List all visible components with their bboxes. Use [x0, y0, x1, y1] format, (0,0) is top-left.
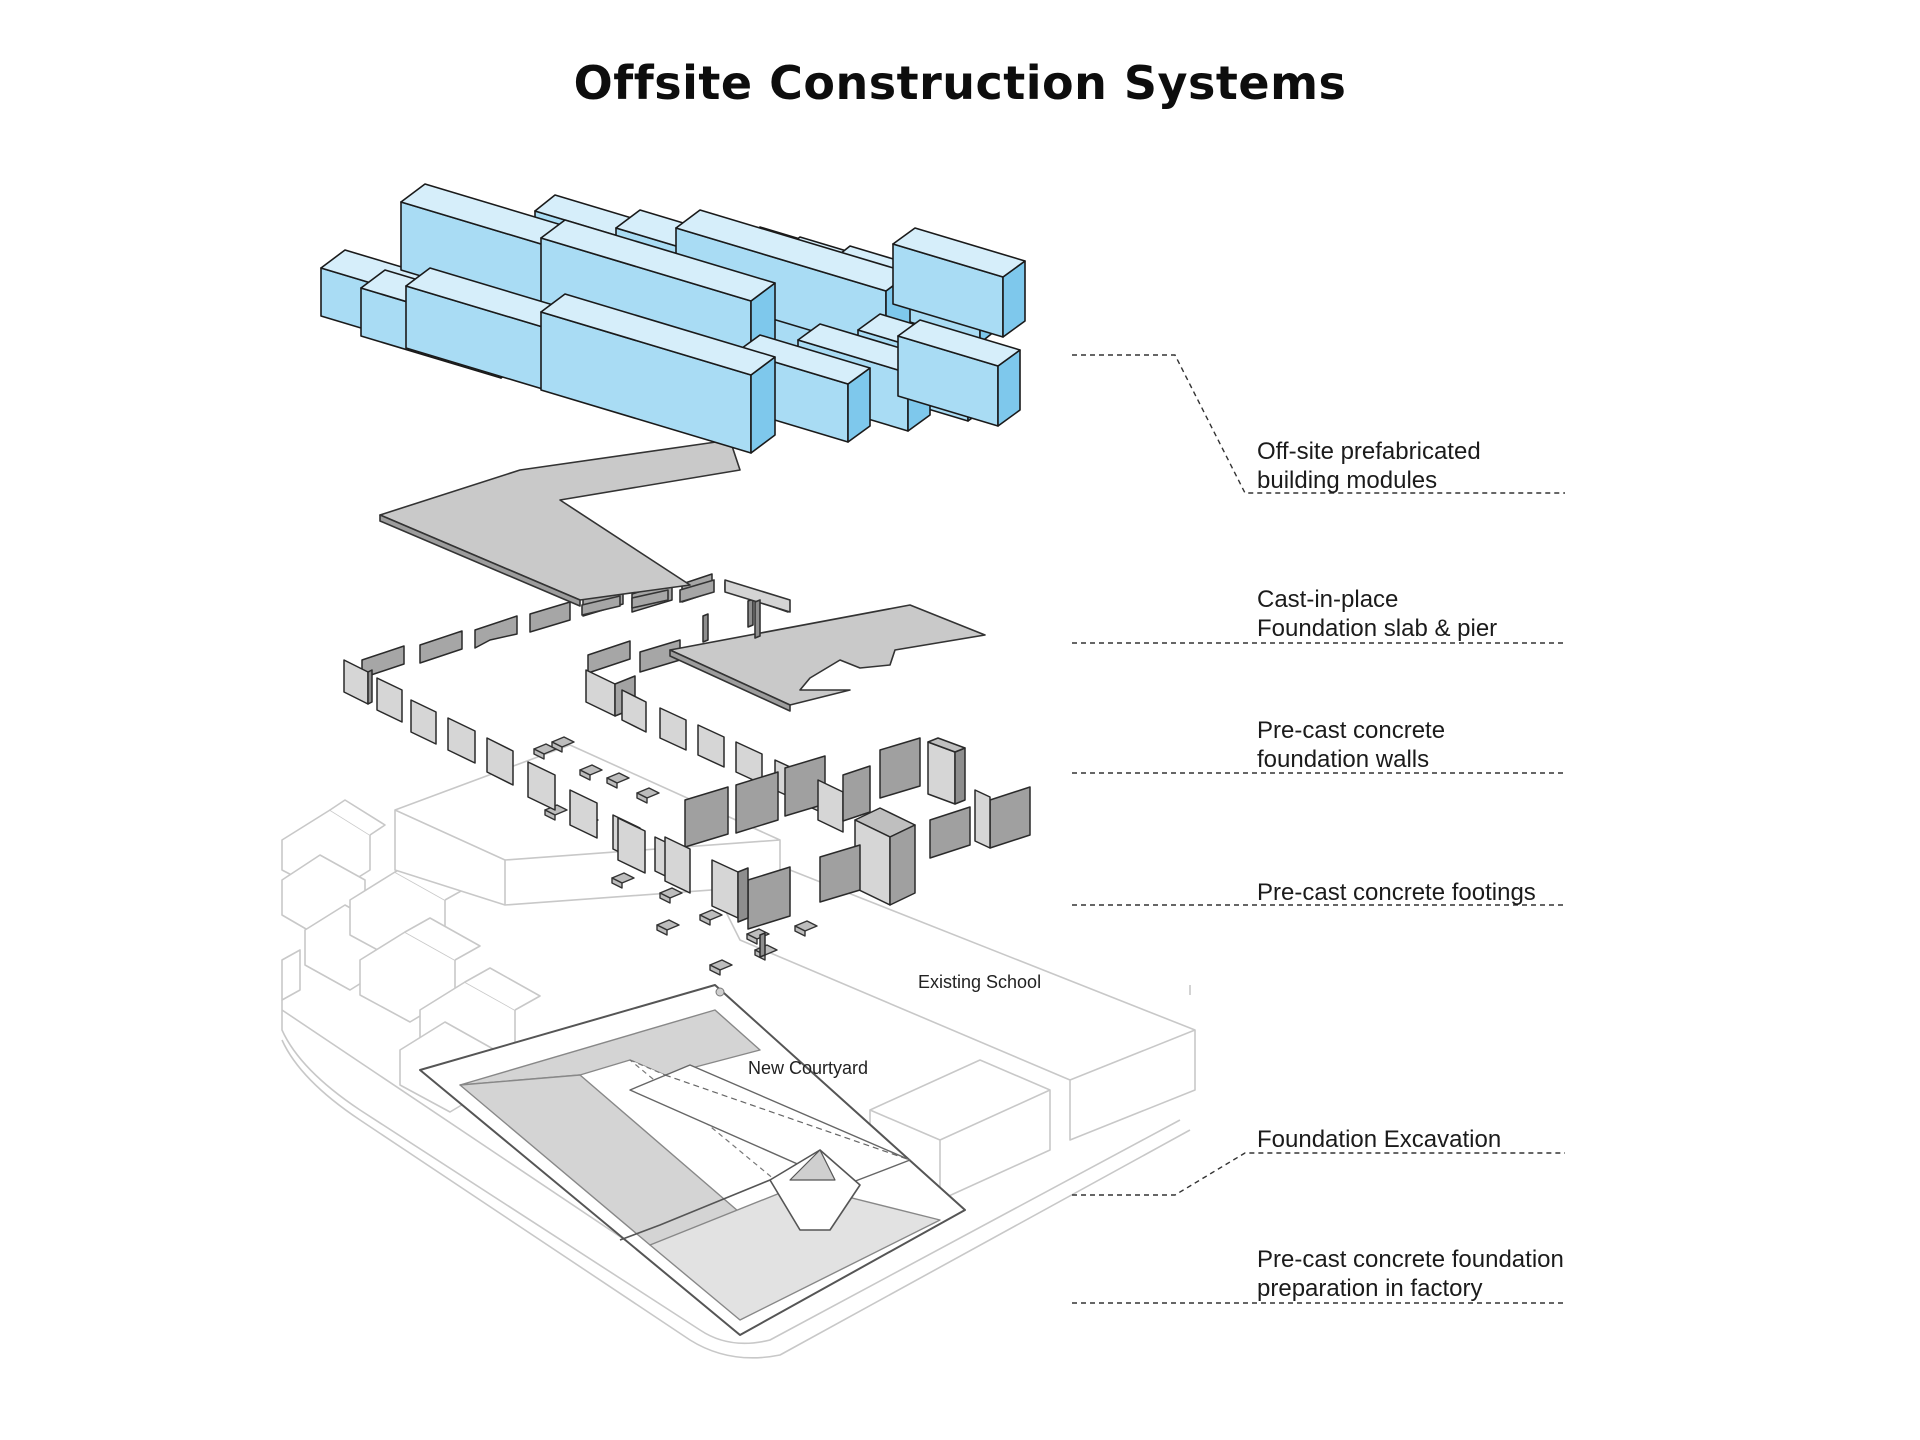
prefab-module-18 — [540, 293, 776, 454]
label-cast-in-place: Cast-in-place Foundation slab & pier — [1257, 586, 1498, 642]
label-excavation: Foundation Excavation — [1257, 1126, 1502, 1153]
existing-school-block — [719, 869, 1196, 1141]
prefab-module-11 — [892, 227, 1026, 338]
label-footings: Pre-cast concrete footings — [1257, 879, 1536, 906]
foundation-excavation — [419, 984, 966, 1336]
new-courtyard-label: New Courtyard — [748, 1058, 869, 1078]
precast-footings — [533, 736, 818, 976]
cast-in-place-slab — [379, 439, 986, 712]
leader-lines — [1072, 354, 1565, 1304]
label-factory-prep: Pre-cast concrete foundation preparation… — [1257, 1246, 1564, 1302]
label-prefab-modules: Off-site prefabricated building modules — [1257, 438, 1481, 494]
existing-school-label: Existing School — [918, 972, 1042, 992]
prefab-modules — [320, 183, 1026, 454]
prefab-module-17 — [897, 319, 1021, 427]
precast-foundation-walls — [343, 573, 1031, 958]
page-title: Offsite Construction Systems — [573, 56, 1347, 110]
leader-excavation — [1072, 1152, 1565, 1196]
leader-modules — [1072, 354, 1565, 494]
prefab-module-16 — [737, 334, 871, 443]
label-foundation-walls: Pre-cast concrete foundation walls — [1257, 717, 1446, 773]
